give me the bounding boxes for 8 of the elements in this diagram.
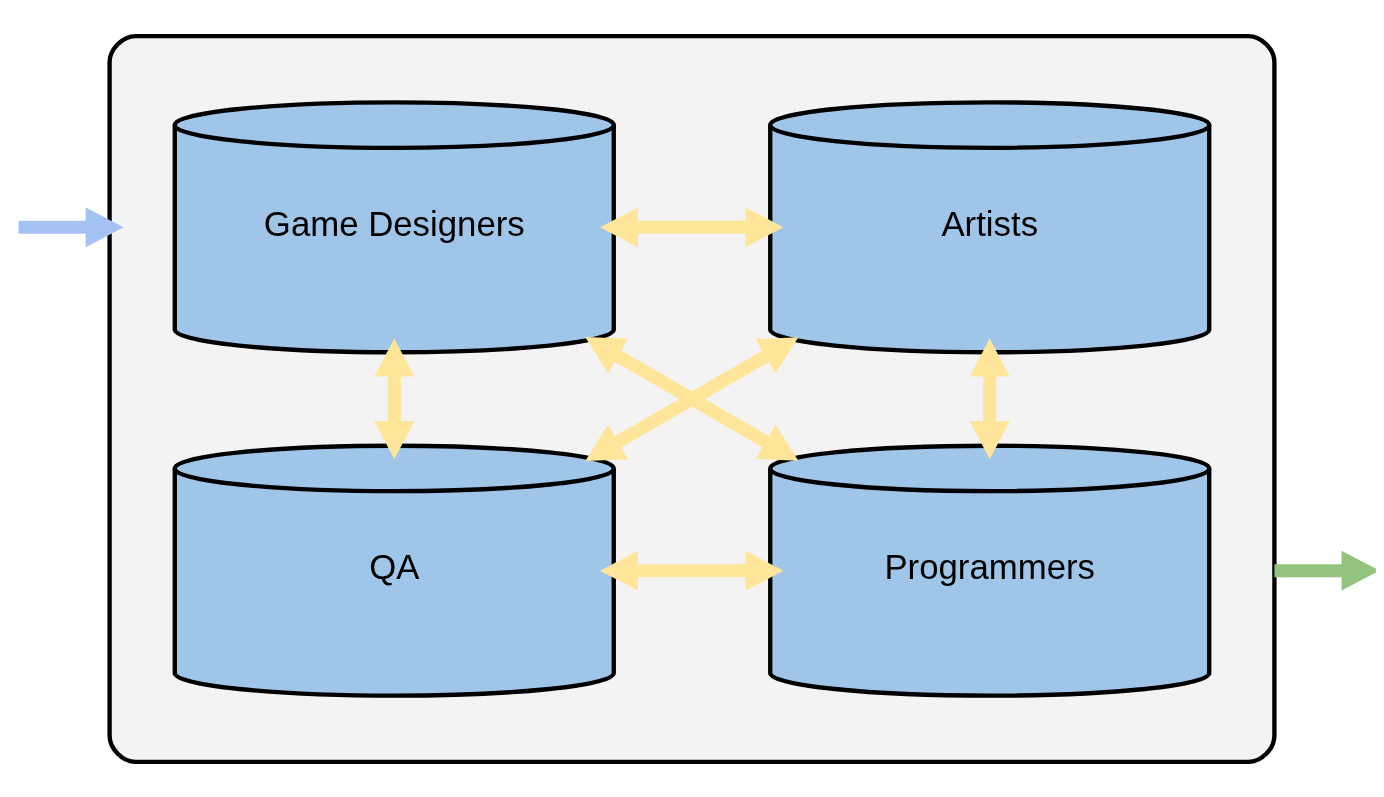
arrow — [1274, 550, 1376, 591]
arrow — [585, 336, 799, 461]
arrow — [600, 206, 784, 247]
cluster — [107, 33, 1277, 764]
arrow — [600, 550, 784, 591]
arrow — [18, 206, 124, 247]
arrow — [374, 337, 415, 459]
arrow — [969, 337, 1010, 459]
